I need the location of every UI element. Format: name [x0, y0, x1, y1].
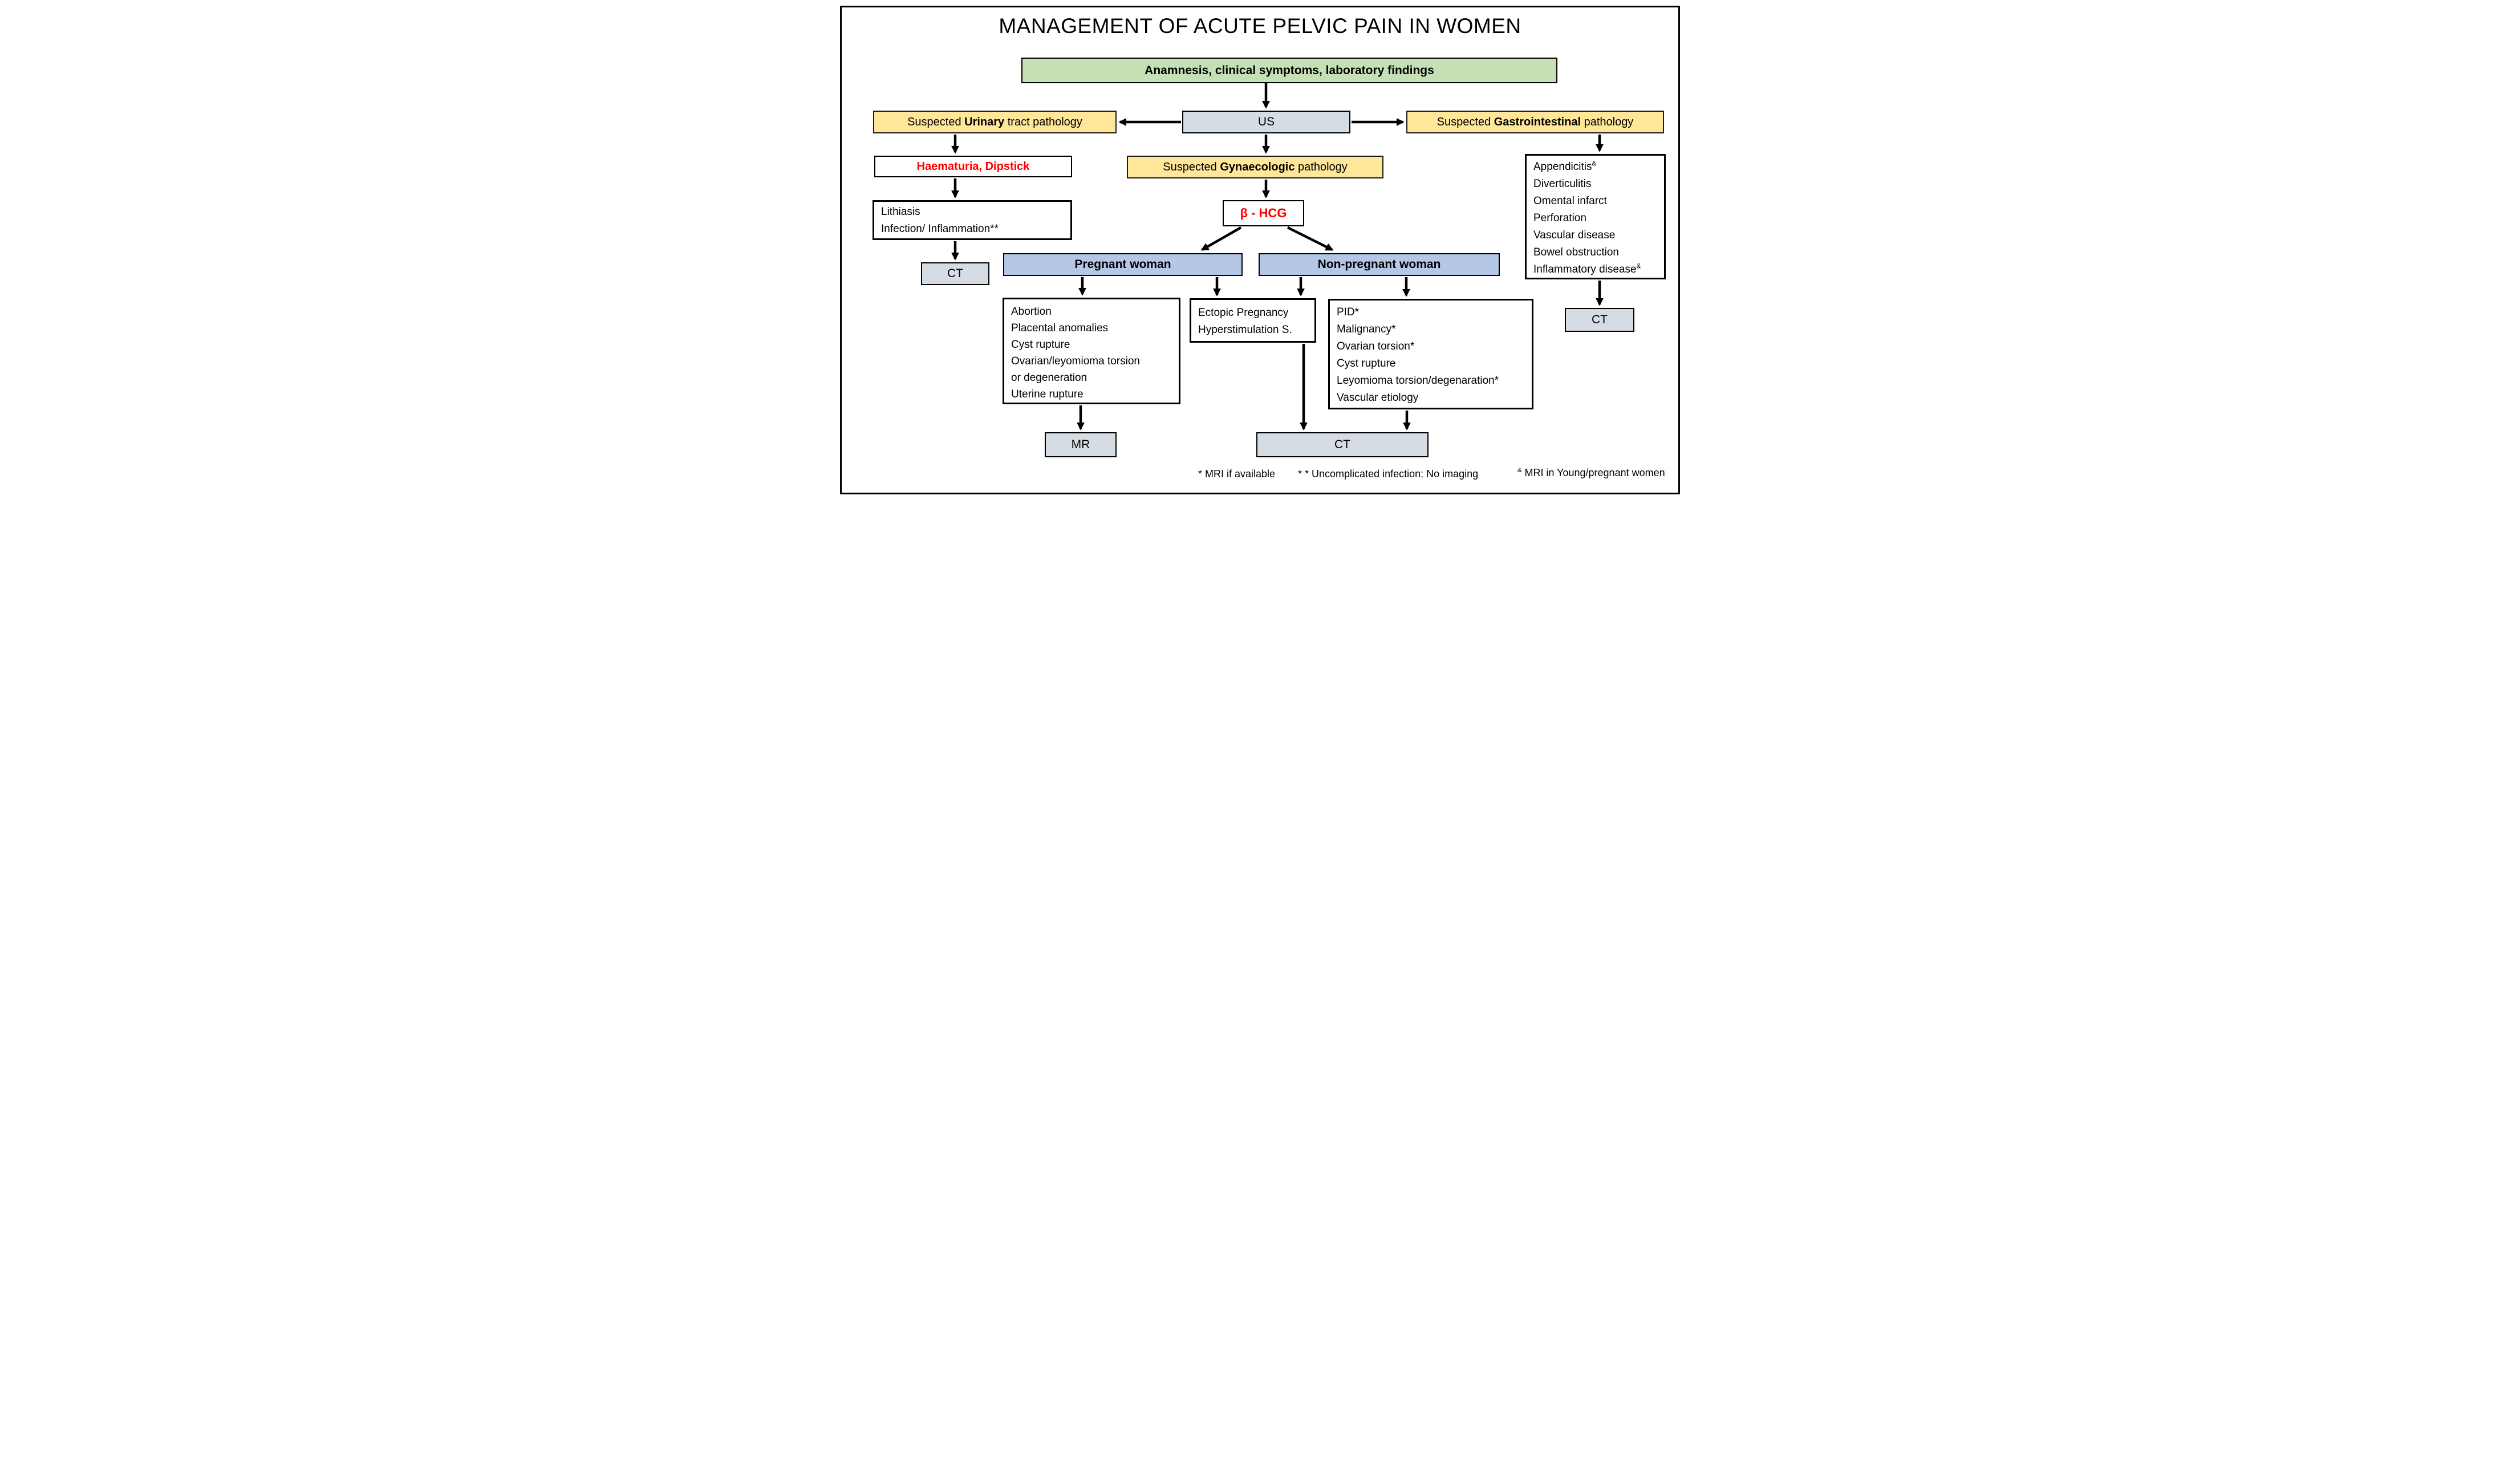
list-line: Omental infarct: [1533, 195, 1607, 207]
gyn-label: Suspected Gynaecologic pathology: [1163, 160, 1348, 173]
list-line: PID*: [1337, 306, 1360, 318]
anamnesis-label: Anamnesis, clinical symptoms, laboratory…: [1145, 63, 1434, 77]
mr-box: MR: [1045, 432, 1117, 457]
list-line: Appendicitis&: [1533, 160, 1597, 173]
footnote-mri-if-available: * MRI if available: [1198, 468, 1276, 480]
list-line: Ovarian/leyomioma torsion: [1011, 355, 1140, 367]
bhcg-label: β - HCG: [1240, 206, 1287, 220]
non-pregnant-woman-box: Non-pregnant woman: [1259, 253, 1500, 276]
arrow-bhcg-to-nonpregnant: [1287, 226, 1334, 251]
list-line: Vascular etiology: [1337, 392, 1419, 404]
footnote-uncomplicated-infection: * * Uncomplicated infection: No imaging: [1298, 468, 1479, 480]
mr-label: MR: [1071, 438, 1090, 451]
list-line: Hyperstimulation S.: [1198, 324, 1292, 336]
us-label: US: [1257, 115, 1275, 128]
beta-hcg-box: β - HCG: [1223, 200, 1304, 226]
suspected-gynaecologic-box: Suspected Gynaecologic pathology: [1127, 156, 1383, 178]
footnote-mri-young-pregnant: & MRI in Young/pregnant women: [1517, 467, 1665, 478]
ct-box-gynaecologic-branch: CT: [1256, 432, 1429, 457]
ct-box-gastrointestinal-branch: CT: [1565, 308, 1634, 332]
list-line: Uterine rupture: [1011, 388, 1084, 400]
non-pregnant-differentials-box: PID* Malignancy* Ovarian torsion* Cyst rupt…: [1328, 299, 1533, 409]
list-line: Infection/ Inflammation**: [881, 223, 999, 235]
pregnant-label: Pregnant woman: [1074, 258, 1171, 271]
pregnant-woman-box: Pregnant woman: [1003, 253, 1243, 276]
flowchart-management-acute-pelvic-pain: MANAGEMENT OF ACUTE PELVIC PAIN IN WOMEN…: [840, 6, 1680, 494]
gastro-label: Suspected Gastrointestinal pathology: [1436, 115, 1634, 128]
list-line: or degeneration: [1011, 372, 1087, 384]
nonpregnant-label: Non-pregnant woman: [1317, 258, 1441, 271]
list-line: Cyst rupture: [1337, 358, 1396, 369]
list-line: Bowel obstruction: [1533, 246, 1619, 258]
page-title: MANAGEMENT OF ACUTE PELVIC PAIN IN WOMEN: [999, 14, 1521, 38]
list-line: Vascular disease: [1533, 229, 1616, 241]
haematuria-label: Haematuria, Dipstick: [916, 160, 1030, 173]
list-line: Placental anomalies: [1011, 322, 1109, 334]
list-line: Ovarian torsion*: [1337, 340, 1415, 352]
ct-center-label: CT: [1334, 438, 1350, 451]
us-box: US: [1182, 111, 1350, 133]
ct-left-label: CT: [947, 267, 963, 280]
list-line: Leyomioma torsion/degenaration*: [1337, 375, 1499, 387]
list-line: Diverticulitis: [1533, 178, 1592, 190]
urinary-label: Suspected Urinary tract pathology: [907, 115, 1082, 128]
haematuria-dipstick-box: Haematuria, Dipstick: [874, 156, 1072, 177]
arrow-bhcg-to-pregnant: [1200, 226, 1242, 251]
list-line: Ectopic Pregnancy: [1198, 307, 1289, 319]
list-line: Malignancy*: [1337, 323, 1396, 335]
list-line: Cyst rupture: [1011, 339, 1070, 351]
list-line: Perforation: [1533, 212, 1586, 224]
ct-right-label: CT: [1592, 313, 1608, 326]
list-line: Inflammatory disease&: [1533, 262, 1641, 275]
anamnesis-box: Anamnesis, clinical symptoms, laboratory…: [1021, 58, 1557, 83]
list-line: Abortion: [1011, 306, 1052, 318]
suspected-urinary-box: Suspected Urinary tract pathology: [873, 111, 1117, 133]
suspected-gastrointestinal-box: Suspected Gastrointestinal pathology: [1406, 111, 1664, 133]
ct-box-urinary-branch: CT: [921, 262, 989, 285]
list-line: Lithiasis: [881, 206, 920, 218]
